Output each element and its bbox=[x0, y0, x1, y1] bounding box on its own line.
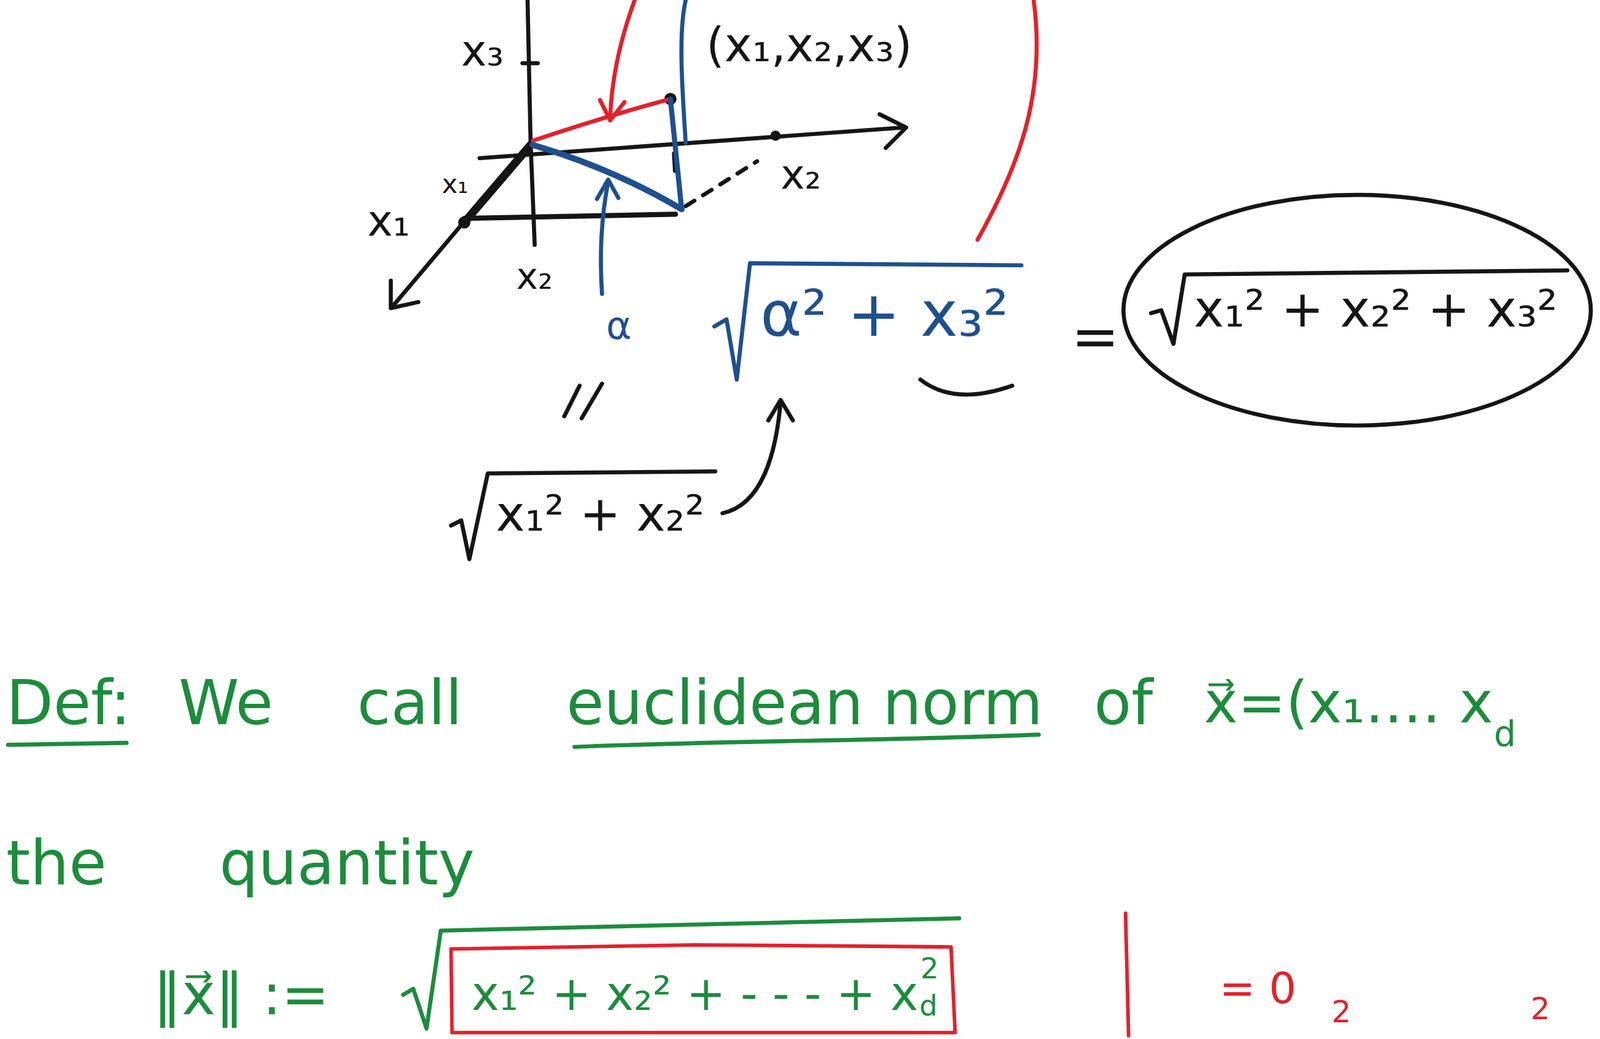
definition-word: We bbox=[178, 668, 274, 740]
points bbox=[458, 92, 781, 229]
underline bbox=[8, 742, 127, 745]
subscript: d bbox=[919, 989, 938, 1023]
leader-arrow bbox=[722, 402, 781, 514]
radical-sign bbox=[714, 263, 1022, 380]
vector-formula: x⃗=(x₁‥‥ x bbox=[1204, 670, 1494, 736]
axis-tick bbox=[522, 61, 539, 66]
definition-word: of bbox=[1094, 668, 1153, 740]
ellipse bbox=[1123, 194, 1592, 426]
leader-line bbox=[977, 0, 1038, 240]
axis-label: x₁ bbox=[367, 196, 411, 247]
formula: x₁² + x₂² bbox=[496, 485, 705, 542]
leader-line bbox=[681, 0, 686, 143]
arrow-head bbox=[768, 400, 793, 421]
divider-line bbox=[1125, 913, 1129, 1036]
radical-sign bbox=[1150, 270, 1568, 344]
x1-segment bbox=[464, 144, 531, 223]
axis-label: x₂ bbox=[780, 150, 822, 198]
formula: x₁² + x₂² + x₃² bbox=[1193, 280, 1558, 340]
note: = 0 bbox=[1219, 964, 1297, 1014]
arrow-head bbox=[879, 114, 907, 148]
leader-arrow bbox=[601, 181, 609, 294]
coordinate-label: x₂ bbox=[516, 254, 553, 297]
projection-line bbox=[464, 213, 676, 219]
x1-axis bbox=[392, 142, 531, 307]
red-strokes bbox=[450, 0, 1129, 1036]
definition-word: Def: bbox=[6, 668, 132, 740]
arrow-head bbox=[599, 100, 625, 121]
arrow-head bbox=[390, 280, 419, 309]
x2-axis bbox=[479, 127, 903, 158]
equals-stroke bbox=[564, 385, 580, 417]
equals-sign: = bbox=[1071, 304, 1119, 370]
norm-symbol: ‖x⃗‖ := bbox=[152, 962, 330, 1028]
highlight-box bbox=[450, 945, 955, 1033]
vector-line bbox=[532, 98, 671, 142]
arrow-head bbox=[596, 179, 619, 199]
coordinate-label: x₁ bbox=[441, 169, 469, 200]
leader-arrow bbox=[610, 0, 636, 118]
subscript: d bbox=[1493, 714, 1516, 754]
radical-sign bbox=[450, 471, 715, 560]
length-label: α bbox=[606, 304, 632, 349]
definition-word: call bbox=[356, 668, 463, 740]
axis-line bbox=[530, 142, 535, 245]
axis-label: x₃ bbox=[461, 26, 505, 77]
blue-strokes bbox=[532, 0, 1022, 380]
point-label: (x₁,x₂,x₃) bbox=[706, 18, 913, 73]
axis-dot bbox=[458, 216, 471, 229]
dashed-line bbox=[685, 161, 758, 207]
superscript: 2 bbox=[920, 953, 939, 986]
formula: α² + x₃² bbox=[760, 277, 1009, 351]
note: 2 bbox=[1331, 995, 1352, 1031]
note: 2 bbox=[1530, 992, 1551, 1028]
underline-curve bbox=[920, 379, 1012, 395]
black-strokes bbox=[450, 379, 1012, 560]
height-segment bbox=[670, 98, 682, 210]
definition-word: quantity bbox=[219, 828, 475, 900]
circled-formula: x₁² + x₂² + x₃² bbox=[1120, 191, 1595, 429]
axis-dot bbox=[770, 130, 781, 141]
green-strokes bbox=[8, 734, 1039, 1029]
x3-axis bbox=[527, 0, 531, 143]
equals-stroke bbox=[581, 383, 602, 419]
definition-word: the bbox=[6, 828, 107, 900]
radical-sign bbox=[403, 918, 960, 1029]
formula: x₁² + x₂² + - - - + x bbox=[471, 967, 918, 1022]
defined-term: euclidean norm bbox=[566, 668, 1043, 740]
